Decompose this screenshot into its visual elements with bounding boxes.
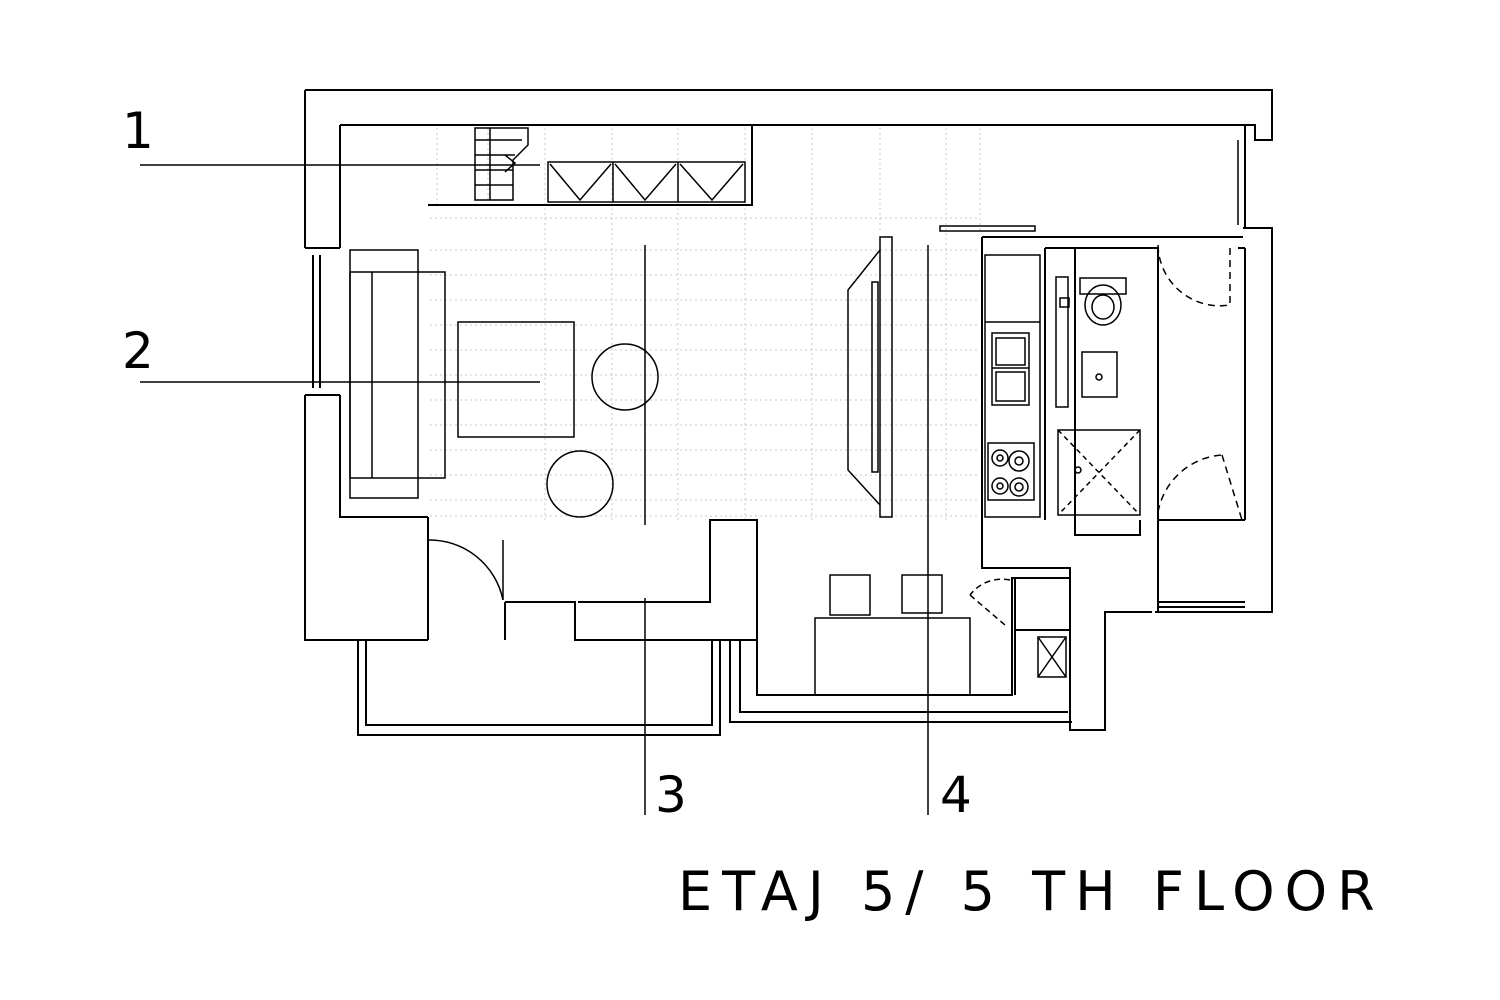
side-table	[591, 343, 659, 411]
plan-title: ETAJ 5/ 5 TH FLOOR	[678, 860, 1385, 923]
dining-chair	[829, 574, 871, 616]
dining-set	[814, 574, 971, 696]
callout-1: 1	[122, 102, 154, 160]
callout-2: 2	[122, 322, 154, 380]
bathroom-sink	[1081, 351, 1118, 398]
sofa	[349, 249, 446, 499]
floor-grid	[430, 128, 981, 520]
staircase	[474, 127, 529, 201]
right-window	[1237, 140, 1246, 225]
tv-partition	[847, 236, 893, 518]
rug	[457, 321, 575, 438]
coffee-table	[546, 450, 614, 518]
dining-table	[814, 617, 971, 696]
bathroom-doors	[1157, 244, 1243, 521]
cooktop	[987, 442, 1035, 501]
entry-door	[427, 539, 504, 601]
living-furniture	[457, 321, 659, 518]
callout-3: 3	[655, 766, 687, 824]
bathroom-fixtures	[1055, 276, 1141, 516]
callout-4: 4	[940, 766, 972, 824]
sliding-panel	[939, 225, 1036, 232]
shower	[1057, 429, 1141, 516]
toilet	[1084, 284, 1122, 326]
kitchen-counter	[984, 254, 1041, 518]
callout-leaders	[140, 164, 929, 815]
walls	[304, 89, 1273, 736]
storage-cabinets	[547, 161, 746, 203]
appliance	[1037, 636, 1067, 678]
pantry-door	[969, 578, 1011, 626]
dining-chair	[901, 574, 943, 614]
kitchen-sink	[991, 332, 1030, 406]
